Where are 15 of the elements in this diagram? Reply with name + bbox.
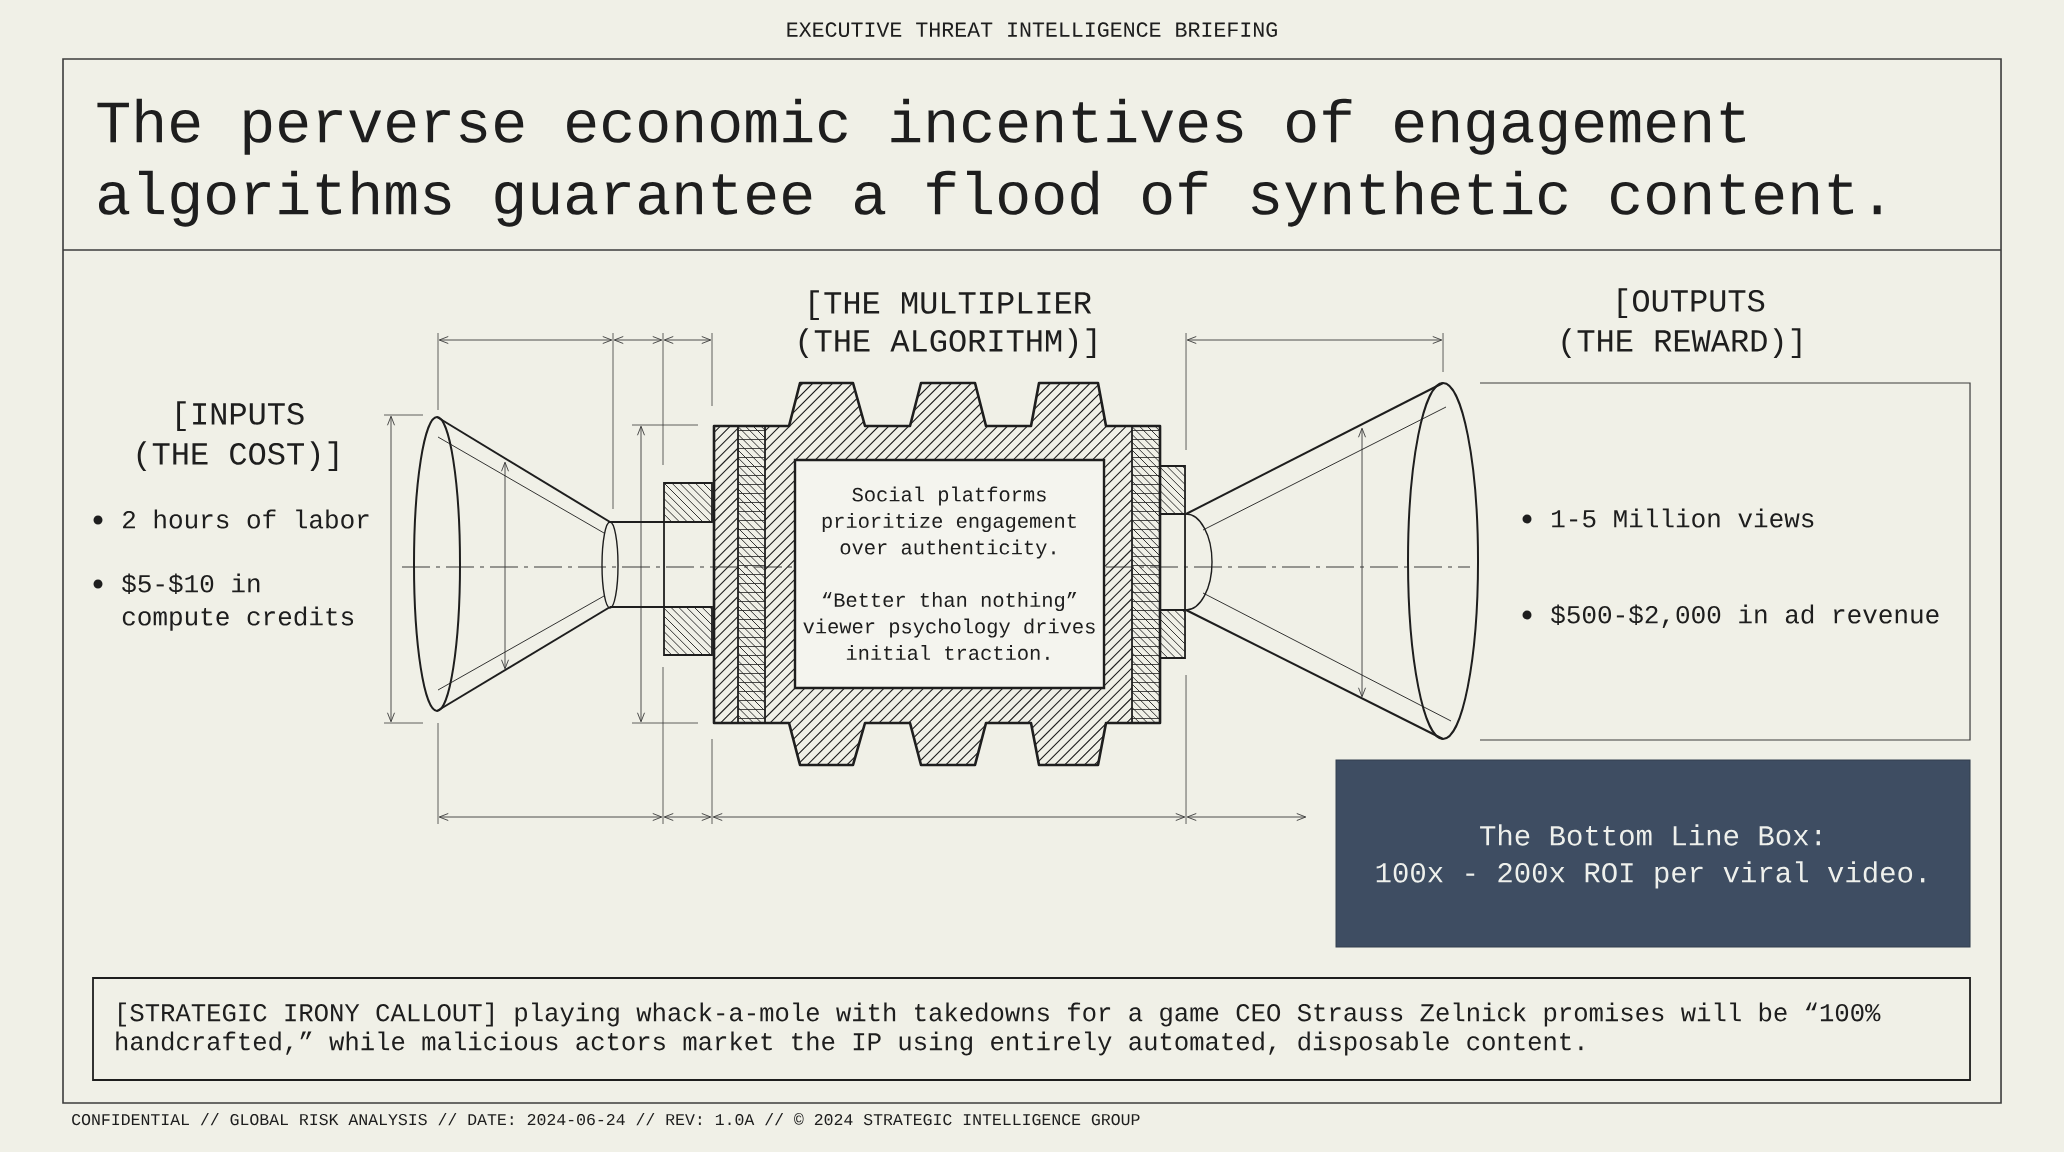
heading: [INPUTS (THE COST)]: [137, 401, 338, 472]
body-text: 100x - 200x ROI per viral video.: [1376, 861, 1925, 889]
paragraph: Social platforms prioritize engagement over authenticity.: [822, 486, 1076, 559]
callout-box: [STRATEGIC IRONY CALLOUT] playing whack-a-mole with takedowns for a game CEO Strauss Zelnick promises will be “100% handcrafted,” while malicious actors market the IP using entirely automated, disposable content.: [92, 977, 1971, 1081]
heading: The Bottom Line Box:: [1480, 824, 1820, 846]
list-item: $500-$2,000 in ad revenue: [1551, 604, 1939, 628]
list-item: 2 hours of labor: [123, 509, 369, 529]
list-item: $5-$10 in compute credits: [122, 573, 354, 631]
heading: [OUTPUTS (THE REWARD)]: [1562, 288, 1801, 359]
paragraph: “Better than nothing” viewer psychology drives initial traction.: [803, 592, 1095, 661]
header-text: EXECUTIVE THREAT INTELLIGENCE BRIEFING: [787, 22, 1277, 37]
title: The perverse economic incentives of engagement algorithms guarantee a flood of synthetic content.: [97, 98, 1881, 227]
footer-text: CONFIDENTIAL // GLOBAL RISK ANALYSIS // DATE: 2024-06-24 // REV: 1.0A // © 2024 STRATEGIC INTELLIGENCE GROUP: [72, 1113, 1140, 1126]
list-item: 1-5 Million views: [1552, 508, 1814, 528]
heading: [THE MULTIPLIER (THE ALGORITHM)]: [799, 290, 1096, 359]
